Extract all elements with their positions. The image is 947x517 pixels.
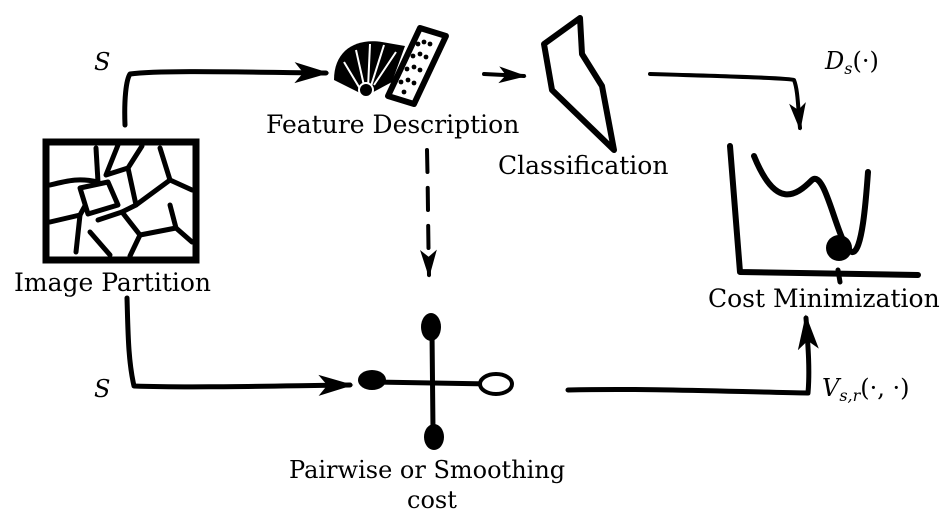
edge-feature-to-pairwise bbox=[420, 148, 437, 278]
edge-partition-to-pairwise bbox=[124, 295, 354, 396]
s-top-label: S bbox=[94, 48, 110, 76]
edge-feature-to-classification bbox=[482, 66, 527, 84]
classifier-icon bbox=[541, 15, 617, 153]
s-bottom-label: S bbox=[94, 375, 110, 403]
cost-minimization-label: Cost Minimization bbox=[708, 284, 940, 313]
cracked-partition-icon bbox=[42, 138, 200, 264]
edge-partition-to-feature bbox=[122, 62, 330, 128]
pairwise-cost-function-label: Vs,r(·, ·) bbox=[822, 374, 910, 405]
pairwise-cross-icon bbox=[358, 313, 514, 450]
pairwise-cost-label-line1: Pairwise or Smoothing bbox=[289, 456, 565, 484]
edge-classification-to-cost bbox=[648, 72, 806, 131]
cost-curve-icon bbox=[727, 143, 921, 285]
edge-pairwise-to-cost bbox=[565, 314, 819, 396]
classification-label: Classification bbox=[498, 151, 668, 180]
pairwise-cost-label-line2: cost bbox=[407, 486, 457, 514]
feature-description-label: Feature Description bbox=[266, 110, 519, 139]
image-partition-label: Image Partition bbox=[14, 268, 211, 297]
unary-cost-label: Ds(·) bbox=[824, 47, 879, 78]
feature-descriptor-icon bbox=[334, 25, 449, 107]
